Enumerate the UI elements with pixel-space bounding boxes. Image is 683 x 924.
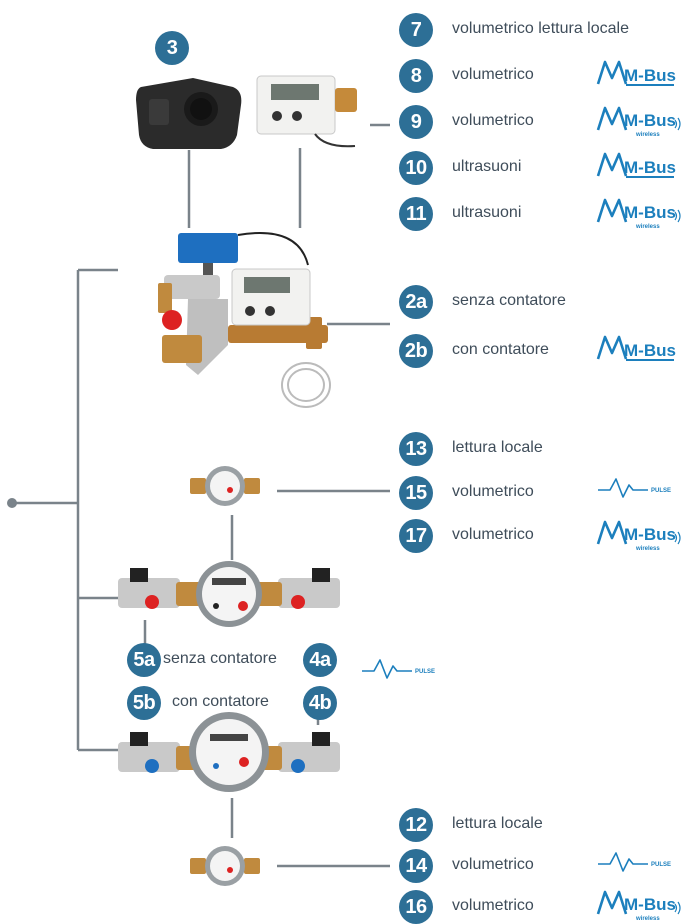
small-water-meter-bottom-image <box>190 846 260 886</box>
mbus-wireless-logo: M-Bus wireless <box>596 198 681 230</box>
label-12: lettura locale <box>452 815 543 832</box>
label-16: volumetrico <box>452 897 534 914</box>
mbus-wireless-logo-text: M-Bus <box>624 203 676 222</box>
water-meter-red-valves-image <box>118 561 340 627</box>
mbus-wireless-logo-subtext: wireless <box>635 546 660 552</box>
badge-15: 15 <box>399 476 433 510</box>
mbus-wireless-logo-subtext: wireless <box>635 916 660 922</box>
insulation-shell-image <box>136 78 242 149</box>
water-meter-blue-valves-image <box>118 712 340 792</box>
pulse-logo: PULSE <box>598 852 671 872</box>
badge-4a: 4a <box>303 643 337 677</box>
label-15: volumetrico <box>452 483 534 500</box>
badge-11: 11 <box>399 197 433 231</box>
badge-3: 3 <box>155 31 189 65</box>
label-5a: senza contatore <box>163 650 277 667</box>
label-11: ultrasuoni <box>452 204 522 221</box>
badge-17: 17 <box>399 519 433 553</box>
mbus-wireless-logo-text: M-Bus <box>624 525 676 544</box>
badge-14: 14 <box>399 849 433 883</box>
pulse-logo-text: PULSE <box>651 862 671 868</box>
badge-16: 16 <box>399 890 433 924</box>
label-7: volumetrico lettura locale <box>452 20 629 37</box>
mbus-logo-text: M-Bus <box>624 66 676 85</box>
pulse-logo-text: PULSE <box>651 488 671 494</box>
label-2b: con contatore <box>452 341 549 358</box>
badge-8: 8 <box>399 59 433 93</box>
mbus-logo: M-Bus <box>596 335 676 361</box>
mbus-wireless-logo: M-Bus wireless <box>596 106 681 138</box>
heat-meter-image <box>256 75 357 148</box>
mbus-wireless-logo-subtext: wireless <box>635 224 660 230</box>
pulse-logo: PULSE <box>598 478 671 498</box>
badge-5a: 5a <box>127 643 161 677</box>
badge-7: 7 <box>399 13 433 47</box>
mbus-wireless-logo: M-Bus wireless <box>596 520 681 552</box>
label-5b: con contatore <box>172 693 269 710</box>
mbus-logo: M-Bus <box>596 60 676 86</box>
label-10: ultrasuoni <box>452 158 522 175</box>
label-2a: senza contatore <box>452 292 566 309</box>
mbus-logo-text: M-Bus <box>624 341 676 360</box>
mbus-logo-text: M-Bus <box>624 158 676 177</box>
badge-13: 13 <box>399 432 433 466</box>
valve-assembly-image <box>158 232 331 408</box>
badge-12: 12 <box>399 808 433 842</box>
badge-10: 10 <box>399 151 433 185</box>
label-14: volumetrico <box>452 856 534 873</box>
badge-2a: 2a <box>399 285 433 319</box>
pulse-logo: PULSE <box>362 659 435 679</box>
mbus-wireless-logo: M-Bus wireless <box>596 890 681 922</box>
pulse-logo-text: PULSE <box>415 669 435 675</box>
badge-9: 9 <box>399 105 433 139</box>
label-8: volumetrico <box>452 66 534 83</box>
label-13: lettura locale <box>452 439 543 456</box>
mbus-wireless-logo-subtext: wireless <box>635 132 660 138</box>
badge-5b: 5b <box>127 686 161 720</box>
small-water-meter-image <box>190 466 260 506</box>
label-9: volumetrico <box>452 112 534 129</box>
mbus-logo: M-Bus <box>596 152 676 178</box>
label-17: volumetrico <box>452 526 534 543</box>
badge-2b: 2b <box>399 334 433 368</box>
badge-4b: 4b <box>303 686 337 720</box>
mbus-wireless-logo-text: M-Bus <box>624 111 676 130</box>
mbus-wireless-logo-text: M-Bus <box>624 895 676 914</box>
